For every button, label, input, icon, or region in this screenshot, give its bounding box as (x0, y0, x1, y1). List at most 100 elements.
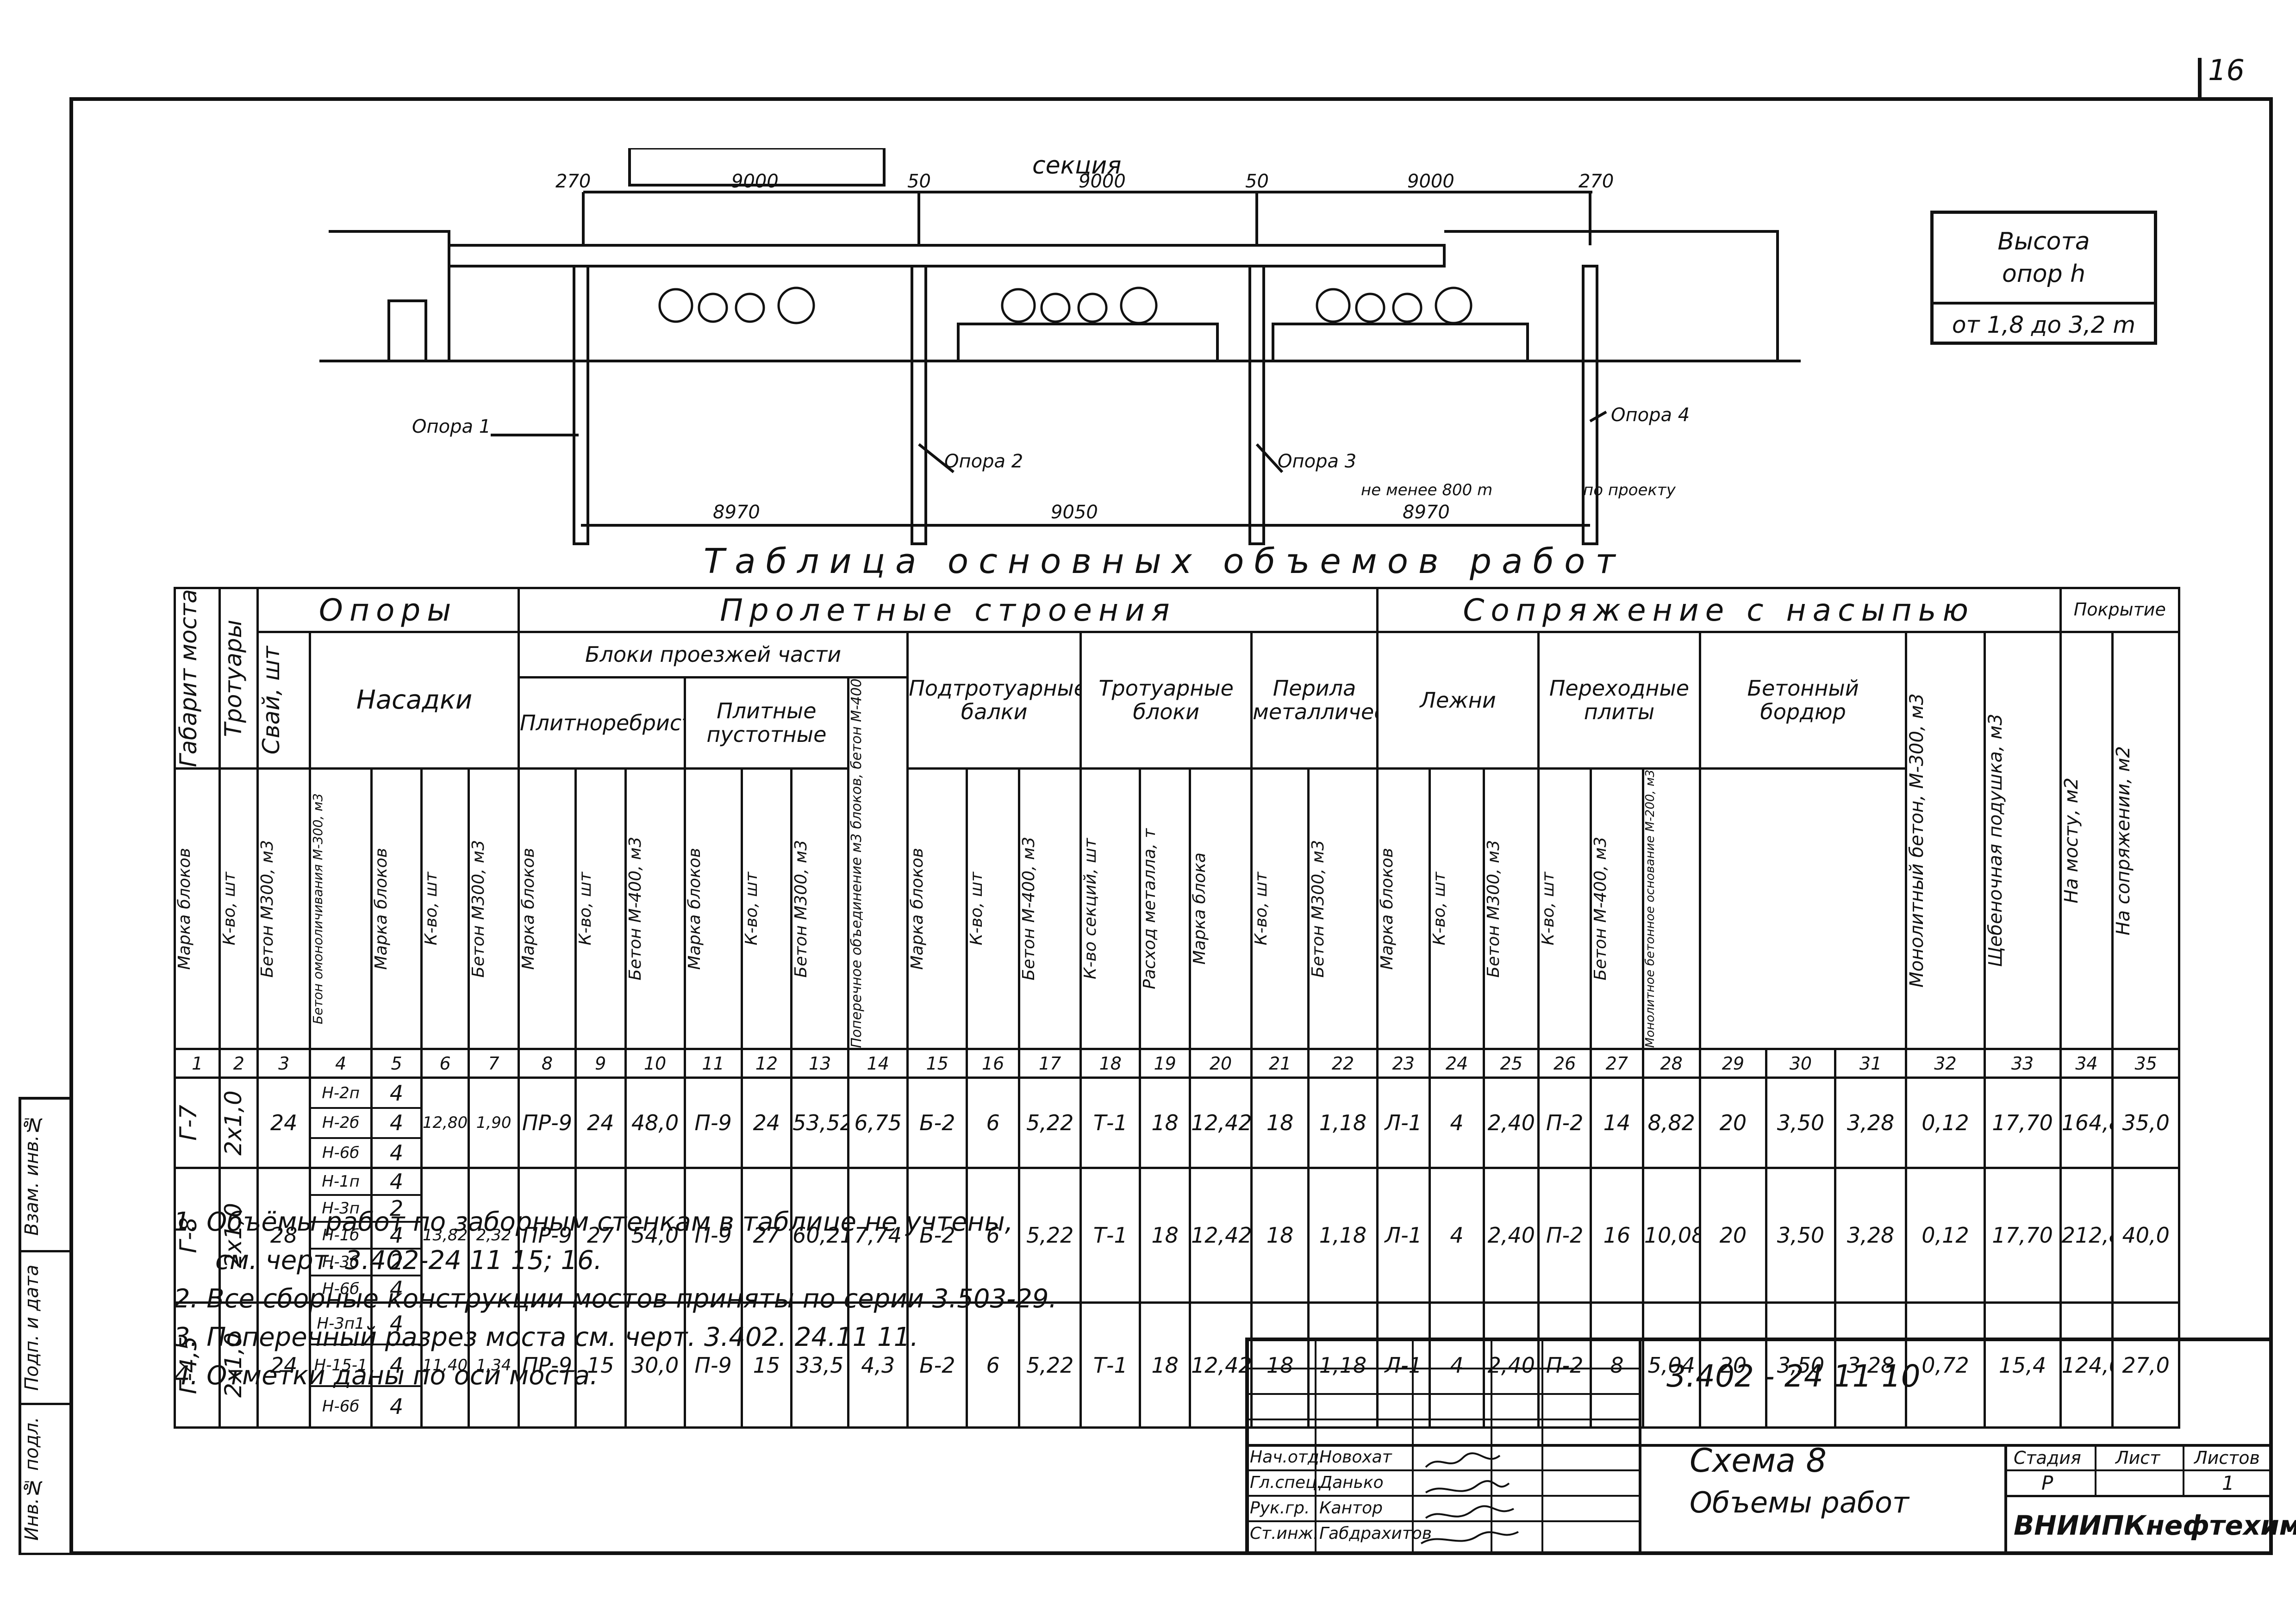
cell-value: 212,8 (2059, 1167, 2114, 1304)
cell-value: 12,80 (420, 1076, 470, 1170)
subsection-sleepers: Лежни (1376, 631, 1540, 770)
cell-value: 48,0 (624, 1076, 686, 1170)
header-c4: Марка блоков (173, 767, 221, 1051)
header-c15: Марка блоков (683, 767, 743, 1051)
sheet-title-1: Схема 8 (1690, 1442, 1827, 1480)
cell-value: 3,50 (1765, 1301, 1836, 1429)
cell-piles: 24 (256, 1301, 312, 1429)
cell-value: 4 (1428, 1167, 1485, 1304)
dim-top-1: 9000 (731, 171, 779, 192)
cap-count: 4 (374, 1345, 419, 1387)
cell-value: П-2 (1537, 1167, 1592, 1304)
cell-value: 18 (1139, 1076, 1191, 1170)
dim-top-0: 270 (555, 171, 591, 192)
subsection-ribbed: Плитноребристые (517, 676, 686, 770)
culvert-block-2 (957, 323, 1219, 362)
section-label: секция (1032, 152, 1121, 180)
cell-value: 11,40 (420, 1301, 470, 1429)
header-c31: Монолитное бетонное основание М-200, м3 (1641, 767, 1701, 1051)
name-3: Кантор (1319, 1499, 1383, 1518)
header-c8: Марка блоков (370, 767, 423, 1051)
note-line-5: 4. Отметки даны по оси моста. (174, 1360, 598, 1391)
cell-value: 3,28 (1834, 1076, 1908, 1170)
column-number: 2 (218, 1048, 259, 1079)
subsection-caps: Насадки (309, 631, 520, 770)
role-3: Рук.гр. (1250, 1499, 1310, 1518)
section-spans: Пролетные строения (517, 587, 1379, 633)
signatures (1420, 1452, 1519, 1544)
column-number: 15 (906, 1048, 968, 1079)
pier-label-4: Опора 4 (1611, 404, 1690, 426)
sheets-label: Листов (2194, 1448, 2260, 1468)
cell-value: 18 (1139, 1167, 1191, 1304)
cell-value: 164,8 (2059, 1076, 2114, 1170)
bottom-note-2: по проекту (1583, 481, 1676, 499)
pier-label-3: Опора 3 (1278, 451, 1356, 472)
column-number: 33 (1983, 1048, 2062, 1079)
cell-value: 27 (740, 1167, 793, 1304)
column-number: 6 (420, 1048, 470, 1079)
section-approach: Сопряжение с насыпью (1376, 587, 2062, 633)
cell-value: 3,28 (1834, 1301, 1908, 1429)
column-number: 9 (574, 1048, 627, 1079)
subsection-rails: Перила металлические (1250, 631, 1379, 770)
column-number: 28 (1641, 1048, 1701, 1079)
cell-value: 15 (740, 1301, 793, 1429)
cell-value: 12,42 (1188, 1301, 1253, 1429)
header-c24: К-во, шт (1250, 767, 1310, 1051)
header-c35: На сопряжении, м2 (2111, 630, 2180, 1051)
cell-value: 18 (1250, 1301, 1310, 1429)
header-c18: Марка блоков (906, 767, 968, 1051)
cell-value: 5,22 (1018, 1301, 1082, 1429)
subsection-deck-blocks: Блоки проезжей части (517, 631, 909, 678)
cell-value: 4,3 (847, 1301, 909, 1429)
column-number: 12 (740, 1048, 793, 1079)
cap-mark: Н-1п (312, 1170, 369, 1196)
cell-value: 5,04 (1641, 1301, 1701, 1429)
cap-count: 4 (374, 1170, 419, 1196)
title-block: Нач.отд. Новохат Гл.спец. Данько Рук.гр.… (1245, 1338, 2296, 1555)
cap-mark: Н-15-1 (312, 1345, 369, 1387)
column-number: 31 (1834, 1048, 1908, 1079)
cap-mark: Н-3п1 (312, 1305, 369, 1345)
header-c11: Марка блоков (517, 767, 577, 1051)
cell-value: 53,52 (790, 1076, 850, 1170)
cell-value: ПР-9 (517, 1301, 577, 1429)
cell-value: ПР-9 (517, 1076, 577, 1170)
cell-value: 12,42 (1188, 1167, 1253, 1304)
cell-value: 3,50 (1765, 1167, 1836, 1304)
note-line-4: 3. Поперечный разрез моста см. черт. 3.4… (174, 1322, 919, 1352)
subsection-transition: Переходные плиты (1537, 631, 1701, 770)
header-c34: На мосту, м2 (2059, 630, 2114, 1051)
column-number: 27 (1589, 1048, 1644, 1079)
cell-value: П-9 (683, 1167, 743, 1304)
notes: 1. Объёмы работ по заборным стенкам в та… (174, 1203, 1057, 1395)
column-number: 32 (1905, 1048, 1986, 1079)
header-c14: Поперечное объединение м3 блоков, бетон … (847, 676, 909, 1051)
bridge-section-drawing: секция 270 9000 50 9000 50 9000 270 8970… (319, 148, 1801, 545)
cell-value: 27 (574, 1167, 627, 1304)
cell-value: 35,0 (2111, 1076, 2180, 1170)
section-cover: Покрытие (2059, 587, 2181, 633)
cell-value: 5,22 (1018, 1076, 1082, 1170)
dim-top-6: 270 (1578, 171, 1614, 192)
column-number: 8 (517, 1048, 577, 1079)
cell-value: 60,21 (790, 1167, 850, 1304)
cap-count: 4 (374, 1109, 419, 1139)
column-number: 25 (1483, 1048, 1540, 1079)
sheet-number-tick (2198, 58, 2202, 100)
column-number: 17 (1018, 1048, 1082, 1079)
dim-bottom-1: 9050 (1051, 502, 1098, 523)
cell-value: П-9 (683, 1076, 743, 1170)
column-number: 5 (370, 1048, 423, 1079)
column-number: 1 (173, 1048, 221, 1079)
culvert-block-1 (628, 148, 886, 187)
column-number: 16 (966, 1048, 1021, 1079)
stage-value: Р (2041, 1472, 2053, 1494)
dim-top-5: 9000 (1407, 171, 1454, 192)
cell-value: 2,40 (1483, 1076, 1540, 1170)
cell-value: 2,40 (1483, 1167, 1540, 1304)
stamp-cell-replacement: Взам. инв.№ (21, 1100, 69, 1252)
